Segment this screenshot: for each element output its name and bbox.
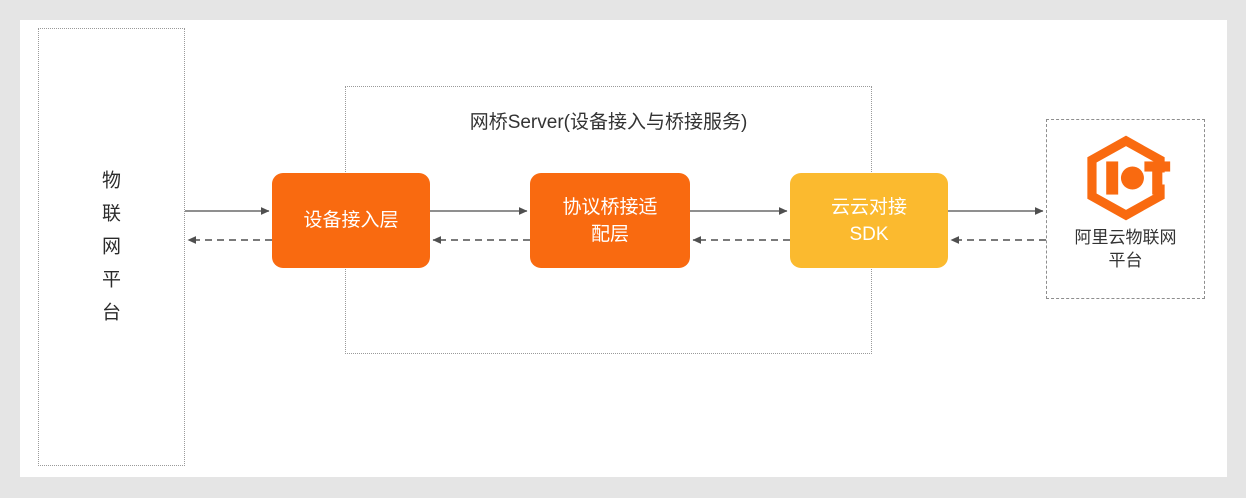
process-box-cloud-to-cloud-sdk[interactable]: 云云对接 SDK (790, 173, 948, 268)
process-box-label: 协议桥接适 配层 (562, 196, 658, 245)
iot-platform-node: 物 联 网 平 台 (38, 28, 185, 466)
bridge-server-title: 网桥Server(设备接入与桥接服务) (469, 112, 748, 133)
process-box-protocol-bridge-adapter-layer[interactable]: 协议桥接适 配层 (530, 173, 690, 268)
bridge-server-container: 网桥Server(设备接入与桥接服务) (345, 86, 872, 354)
aliyun-iot-platform-label: 阿里云物联网 平台 (1074, 228, 1177, 270)
process-box-device-access-layer[interactable]: 设备接入层 (272, 173, 430, 268)
diagram-canvas: 物 联 网 平 台 网桥Server(设备接入与桥接服务) 设备接入层 (20, 20, 1227, 477)
iot-platform-label: 物 联 网 平 台 (101, 170, 121, 324)
iot-hexagon-logo (1086, 135, 1170, 221)
process-box-label: 云云对接 SDK (830, 196, 907, 245)
aliyun-iot-platform-node: 阿里云物联网 平台 (1046, 119, 1205, 299)
process-box-label: 设备接入层 (303, 210, 399, 231)
